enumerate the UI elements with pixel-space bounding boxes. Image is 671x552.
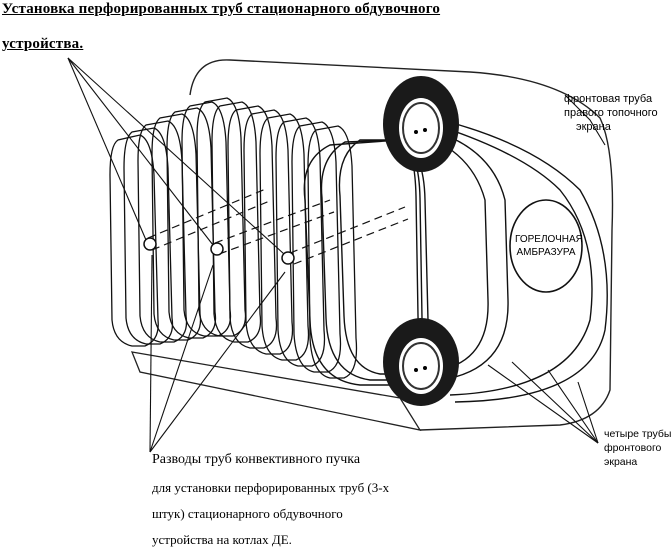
convective-bundle bbox=[109, 97, 358, 379]
caption-line-3: штук) стационарного обдувочного bbox=[152, 506, 343, 521]
tube-openings bbox=[143, 237, 295, 265]
boiler-casing bbox=[189, 59, 614, 431]
page-title-line-2: устройства. bbox=[2, 36, 84, 52]
label-burner-port: ГОРЕЛОЧНАЯ АМБРАЗУРА bbox=[515, 234, 583, 258]
caption-line-2: для установки перфорированных труб (3-х bbox=[152, 480, 390, 495]
lower-drum bbox=[383, 318, 459, 406]
perforated-tubes bbox=[147, 187, 409, 265]
label-front-tubes-four: четыре трубы фронтового экрана bbox=[604, 428, 671, 468]
page-title-line-1: Установка перфорированных труб стационар… bbox=[2, 1, 441, 17]
label-front-tube-right: фронтовая труба правого топочного экрана bbox=[564, 93, 658, 133]
caption-line-4: устройства на котлах ДЕ. bbox=[152, 532, 292, 547]
caption-line-1: Разводы труб конвективного пучка bbox=[152, 452, 361, 467]
burner-port-circle bbox=[509, 199, 583, 293]
upper-drum bbox=[383, 76, 459, 172]
base-plate bbox=[130, 351, 422, 431]
leader-lines bbox=[67, 57, 606, 453]
